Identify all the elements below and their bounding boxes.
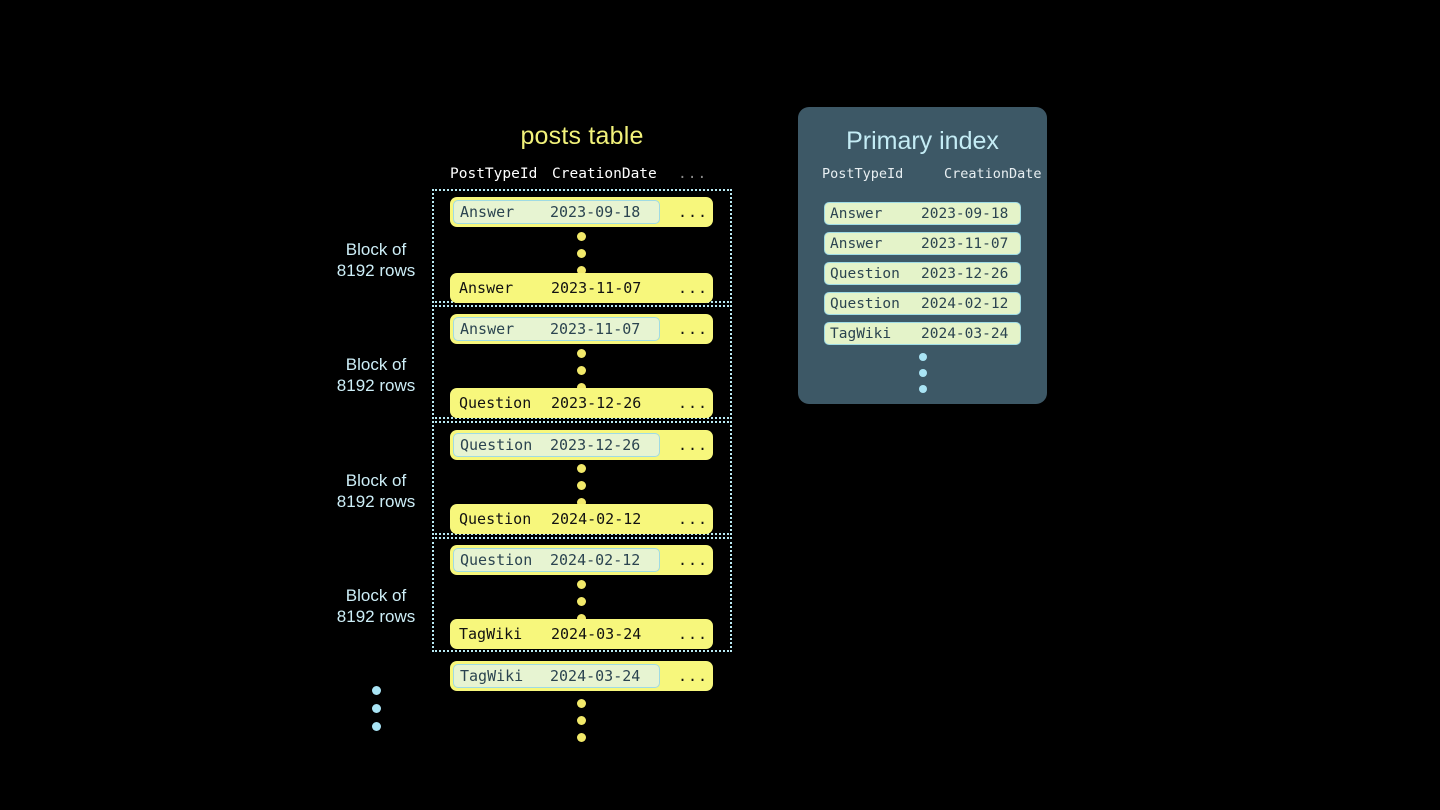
table-row: TagWiki 2024-03-24 ... [450, 661, 713, 691]
block-outline-3 [432, 421, 732, 535]
table-row: Answer 2023-11-07 ... [450, 314, 713, 344]
table-row: Question 2024-02-12 ... [450, 545, 713, 575]
index-row: Answer 2023-09-18 [824, 202, 1021, 225]
cell-more: ... [678, 667, 709, 685]
vertical-ellipsis-icon [575, 464, 587, 507]
cell-posttypeid: Question [460, 436, 533, 454]
primary-index-title: Primary index [846, 127, 999, 155]
cell-creationdate: 2023-09-18 [550, 203, 641, 221]
row-highlight-box [453, 548, 660, 572]
cell-creationdate: 2024-02-12 [550, 551, 641, 569]
index-cell-creationdate: 2023-11-07 [921, 235, 1009, 252]
cell-creationdate: 2024-03-24 [551, 625, 642, 643]
table-row: Question 2024-02-12 ... [450, 504, 713, 534]
index-cell-posttypeid: TagWiki [830, 325, 892, 342]
cell-creationdate: 2024-02-12 [551, 510, 642, 528]
index-row: Question 2023-12-26 [824, 262, 1021, 285]
cell-creationdate: 2024-03-24 [550, 667, 641, 685]
block-label-2-line2: 8192 rows [336, 376, 416, 395]
index-cell-posttypeid: Answer [830, 205, 883, 222]
index-cell-creationdate: 2024-03-24 [921, 325, 1009, 342]
block-label-1-line2: 8192 rows [336, 261, 416, 280]
table-row: Answer 2023-09-18 ... [450, 197, 713, 227]
block-label-4-line2: 8192 rows [336, 607, 416, 626]
row-highlight-box [453, 433, 660, 457]
index-cell-posttypeid: Question [830, 265, 900, 282]
table-row: Question 2023-12-26 ... [450, 388, 713, 418]
vertical-ellipsis-icon [575, 349, 587, 392]
column-header-posttypeid: PostTypeId [450, 166, 538, 182]
vertical-ellipsis-icon [575, 699, 587, 742]
index-cell-creationdate: 2023-09-18 [921, 205, 1009, 222]
index-cell-posttypeid: Question [830, 295, 900, 312]
cell-more: ... [678, 551, 709, 569]
cell-more: ... [678, 394, 709, 412]
table-row: Question 2023-12-26 ... [450, 430, 713, 460]
block-outline-4 [432, 537, 732, 652]
cell-creationdate: 2023-12-26 [551, 394, 642, 412]
column-header-creationdate: CreationDate [552, 166, 657, 182]
row-highlight-box [453, 200, 660, 224]
block-label-2: Block of 8192 rows [306, 354, 446, 396]
block-label-1-line1: Block of [345, 240, 407, 259]
cell-more: ... [678, 510, 709, 528]
primary-index-column-headers: PostTypeId CreationDate [822, 166, 1042, 186]
cell-more: ... [678, 436, 709, 454]
block-label-1: Block of 8192 rows [306, 239, 446, 281]
index-continue-ellipsis-icon [798, 353, 1047, 393]
primary-index-rows: Answer 2023-09-18 Answer 2023-11-07 Ques… [824, 202, 1021, 352]
table-row: Answer 2023-11-07 ... [450, 273, 713, 303]
index-row: TagWiki 2024-03-24 [824, 322, 1021, 345]
vertical-ellipsis-icon [575, 580, 587, 623]
cell-posttypeid: Question [459, 394, 532, 412]
table-row: TagWiki 2024-03-24 ... [450, 619, 713, 649]
cell-posttypeid: TagWiki [459, 625, 523, 643]
cell-posttypeid: Question [459, 510, 532, 528]
cell-posttypeid: Question [460, 551, 533, 569]
vertical-ellipsis-icon [575, 232, 587, 275]
block-label-4: Block of 8192 rows [306, 585, 446, 627]
index-row: Question 2024-02-12 [824, 292, 1021, 315]
cell-posttypeid: Answer [460, 203, 515, 221]
block-label-2-line1: Block of [345, 355, 407, 374]
cell-posttypeid: Answer [459, 279, 514, 297]
cell-posttypeid: TagWiki [460, 667, 524, 685]
index-cell-creationdate: 2023-12-26 [921, 265, 1009, 282]
index-column-header-creationdate: CreationDate [944, 166, 1042, 182]
index-cell-creationdate: 2024-02-12 [921, 295, 1009, 312]
block-outline-2 [432, 305, 732, 419]
column-header-more: ... [678, 166, 708, 182]
cell-more: ... [678, 203, 709, 221]
row-highlight-box [453, 317, 660, 341]
cell-more: ... [678, 279, 709, 297]
block-label-4-line1: Block of [345, 586, 407, 605]
index-column-header-posttypeid: PostTypeId [822, 166, 904, 182]
index-cell-posttypeid: Answer [830, 235, 883, 252]
posts-table-title: posts table [520, 122, 644, 150]
index-row: Answer 2023-11-07 [824, 232, 1021, 255]
row-highlight-box [453, 664, 660, 688]
block-label-3: Block of 8192 rows [306, 470, 446, 512]
cell-posttypeid: Answer [460, 320, 515, 338]
cell-creationdate: 2023-12-26 [550, 436, 641, 454]
blocks-continue-ellipsis-icon [370, 686, 382, 731]
block-label-3-line1: Block of [345, 471, 407, 490]
cell-creationdate: 2023-11-07 [551, 279, 642, 297]
block-label-3-line2: 8192 rows [336, 492, 416, 511]
primary-index-panel: Primary index PostTypeId CreationDate An… [798, 107, 1047, 404]
cell-more: ... [678, 320, 709, 338]
cell-more: ... [678, 625, 709, 643]
posts-table-column-headers: PostTypeId CreationDate ... [450, 166, 715, 186]
cell-creationdate: 2023-11-07 [550, 320, 641, 338]
